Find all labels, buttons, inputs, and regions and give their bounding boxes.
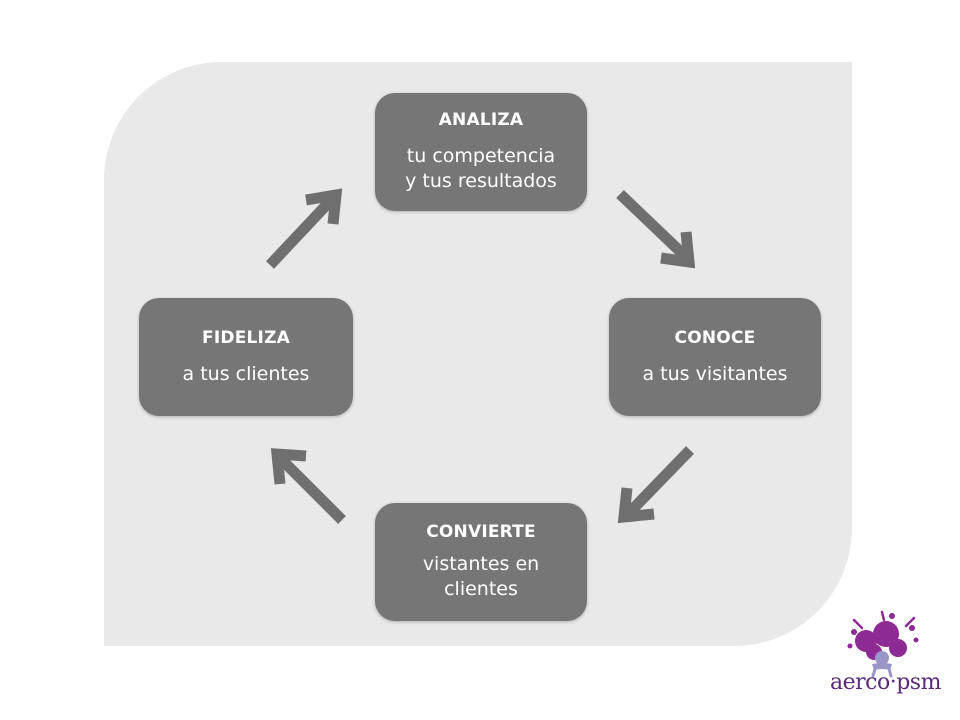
step-description: a tus visitantes bbox=[642, 362, 788, 385]
step-convierte: CONVIERTE vistantes en clientes bbox=[375, 503, 587, 621]
step-analiza: ANALIZA tu competencia y tus resultados bbox=[375, 93, 587, 211]
step-description: a tus clientes bbox=[182, 362, 310, 385]
arrow-fideliza-to-analiza bbox=[265, 188, 343, 269]
step-title: FIDELIZA bbox=[202, 327, 290, 348]
arrow-convierte-to-fideliza bbox=[270, 448, 346, 524]
arrow-analiza-to-conoce bbox=[616, 190, 696, 269]
arrow-conoce-to-convierte bbox=[617, 446, 694, 524]
step-fideliza: FIDELIZA a tus clientes bbox=[139, 298, 353, 416]
logo-text: aerco·psm bbox=[830, 670, 941, 695]
step-title: CONOCE bbox=[674, 327, 756, 348]
step-conoce: CONOCE a tus visitantes bbox=[609, 298, 821, 416]
step-title: ANALIZA bbox=[438, 110, 524, 130]
step-title: CONVIERTE bbox=[426, 522, 536, 542]
aerco-psm-logo-icon bbox=[847, 610, 919, 678]
step-description: vistantes en clientes bbox=[422, 553, 540, 600]
step-description: tu competencia y tus resultados bbox=[405, 145, 557, 192]
